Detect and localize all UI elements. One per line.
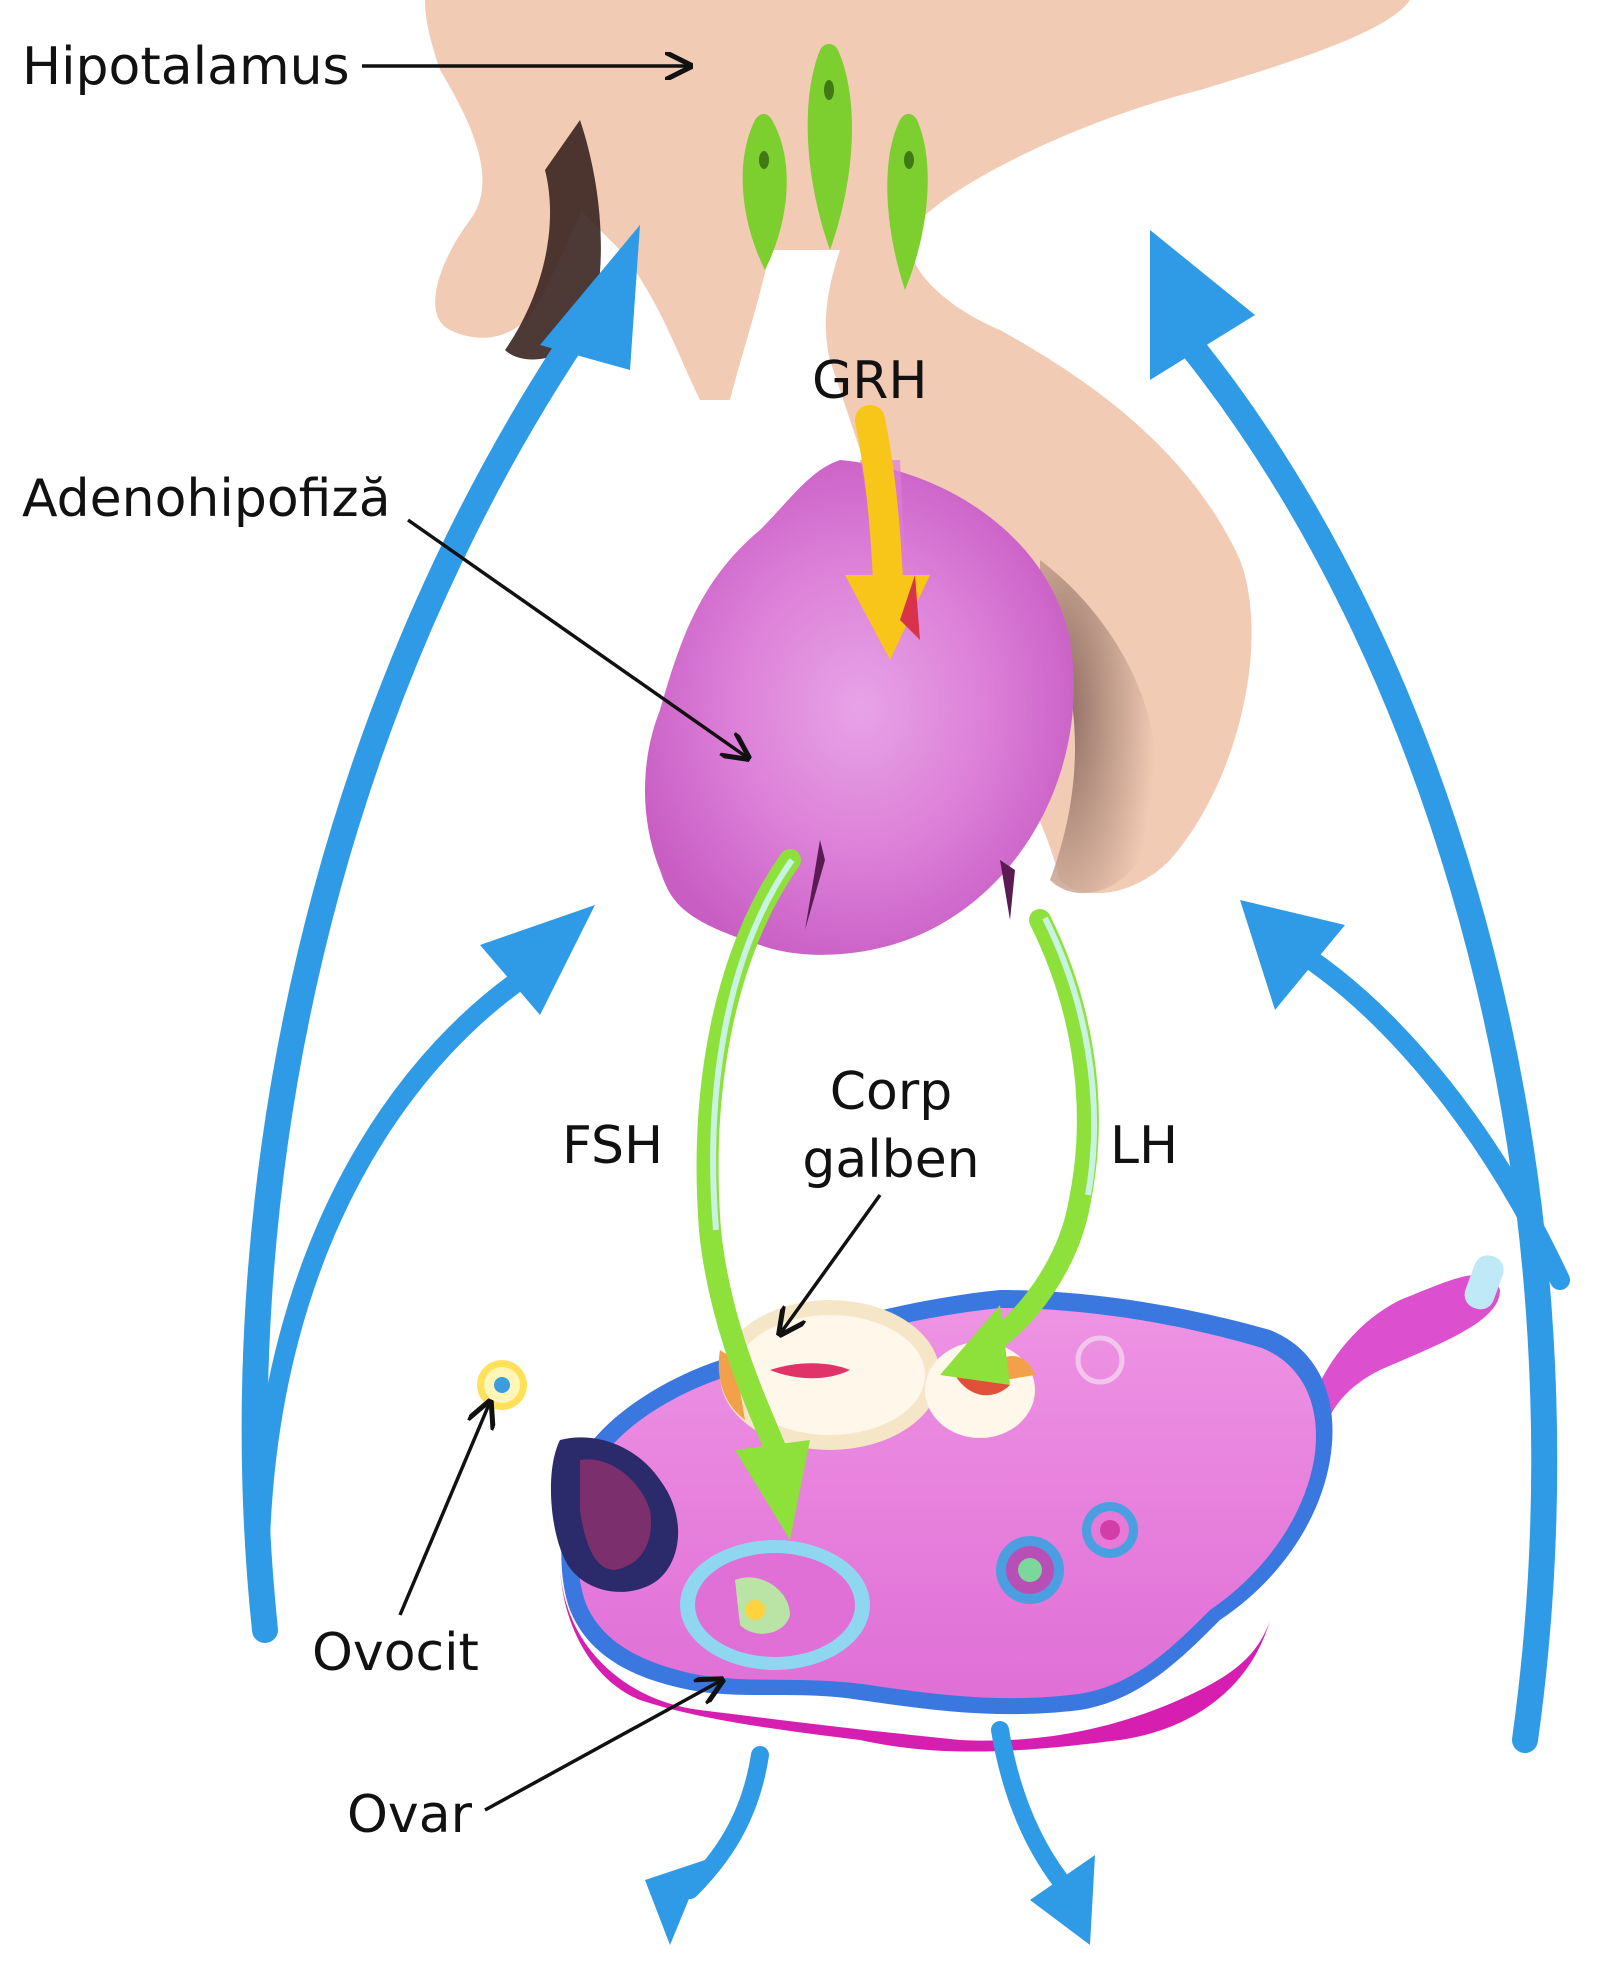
feedback-arrow-outer-left	[241, 225, 640, 1643]
label-oocyte: Ovocit	[312, 1623, 479, 1683]
label-hypothalamus: Hipotalamus	[22, 37, 350, 97]
hypothalamus-tissue	[420, 0, 1410, 894]
arrow-icon	[780, 1193, 882, 1334]
output-arrow-right	[991, 1721, 1095, 1945]
lh-arrow	[940, 909, 1099, 1385]
feedback-arrow-inner-right	[1240, 900, 1570, 1290]
feedback-arrow-inner-left	[250, 905, 595, 1550]
droplet-icon	[742, 114, 787, 270]
arrow-icon	[484, 1680, 722, 1812]
hypothalamus-shadow	[505, 120, 601, 360]
label-ovary: Ovar	[347, 1785, 473, 1845]
arrow-icon	[398, 1402, 490, 1616]
arrow-icon	[406, 518, 748, 758]
label-grh: GRH	[812, 351, 928, 411]
output-arrow-left	[645, 1746, 769, 1945]
fsh-arrow	[696, 849, 810, 1540]
ovary	[550, 1255, 1504, 1752]
grh-arrow	[845, 405, 930, 660]
dominant-follicle	[680, 1540, 870, 1670]
label-corpus-luteum-line1: Corp	[830, 1062, 953, 1122]
label-lh: LH	[1110, 1116, 1178, 1176]
feedback-arrow-outer-right	[1150, 230, 1558, 1753]
label-corpus-luteum-line2: galben	[802, 1130, 979, 1190]
droplet-icon	[807, 44, 852, 250]
label-fsh: FSH	[562, 1116, 663, 1176]
corpus-luteum	[718, 1300, 940, 1450]
droplet-icon	[887, 114, 928, 290]
label-adenohypophysis: Adenohipofiză	[22, 469, 391, 529]
adenohypophysis	[645, 460, 1074, 955]
oocyte	[477, 1360, 527, 1410]
